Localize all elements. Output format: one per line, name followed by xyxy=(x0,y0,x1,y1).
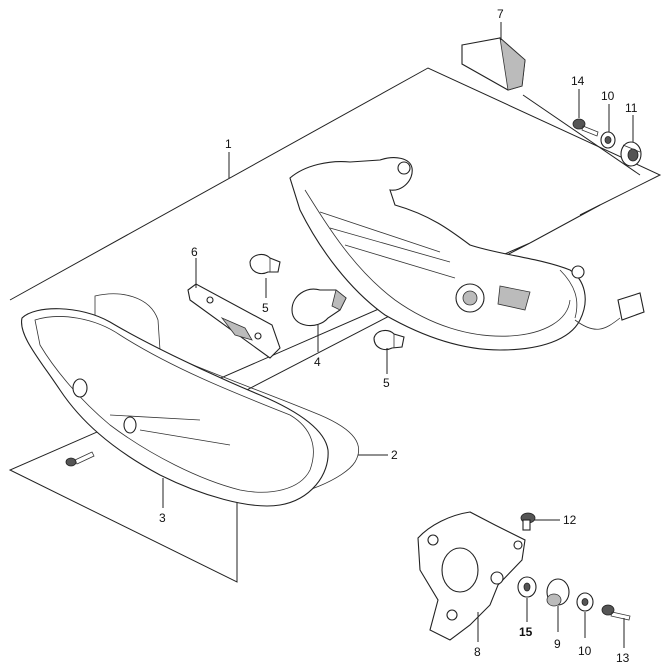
callout-7: 7 xyxy=(497,7,504,21)
callout-15: 15 xyxy=(519,625,533,639)
part-14-screw xyxy=(572,118,599,137)
callout-14: 14 xyxy=(571,74,585,88)
callout-10-bottom: 10 xyxy=(578,644,592,658)
callout-3: 3 xyxy=(159,511,166,525)
part-9-collar xyxy=(546,578,570,607)
part-1-housing xyxy=(289,157,645,351)
part-13-screw xyxy=(601,604,631,621)
callout-11: 11 xyxy=(625,101,638,115)
callout-12: 12 xyxy=(563,513,577,527)
callout-5-upper: 5 xyxy=(262,301,269,315)
outline-to-hardware xyxy=(522,94,641,176)
part-3-lens xyxy=(21,308,329,507)
part-15-washer xyxy=(517,576,537,598)
callout-9: 9 xyxy=(554,637,561,651)
part-11-grommet xyxy=(620,141,642,167)
callout-1: 1 xyxy=(225,137,232,151)
callout-6: 6 xyxy=(191,245,198,259)
part-7-pad xyxy=(461,36,526,91)
part-10-washer-bottom xyxy=(576,592,594,612)
part-12-bolt xyxy=(520,512,536,531)
leader-lines xyxy=(162,22,634,648)
callout-5-lower: 5 xyxy=(383,376,390,390)
callout-4: 4 xyxy=(314,355,321,369)
callout-2: 2 xyxy=(391,448,398,462)
lens-screw xyxy=(65,451,95,467)
part-5-bulb-upper xyxy=(249,253,281,275)
part-4-bulb xyxy=(291,288,347,327)
callout-8: 8 xyxy=(474,645,481,659)
part-10-washer-top xyxy=(600,131,616,149)
part-8-bracket xyxy=(417,511,526,641)
callout-13: 13 xyxy=(616,651,630,665)
assembly-outline-dash xyxy=(529,204,601,244)
part-5-bulb-lower xyxy=(373,329,405,351)
callout-10-top: 10 xyxy=(601,89,615,103)
